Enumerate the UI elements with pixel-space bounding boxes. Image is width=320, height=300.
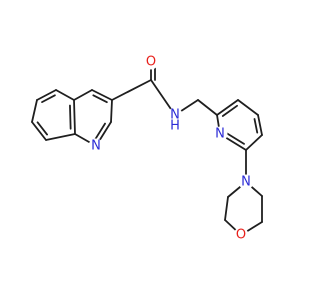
atom-label-o1: O	[146, 55, 156, 70]
atom-label-mo: O	[236, 228, 246, 243]
bond-p2-p3	[216, 99, 239, 116]
bond-c2-n1-inner	[93, 122, 106, 141]
atom-mn-background	[238, 174, 254, 190]
bond-c3-cam	[111, 79, 152, 101]
atom-pn-background	[212, 126, 228, 142]
atom-label-nh: N	[170, 108, 180, 123]
bond-c7-c8	[31, 121, 47, 141]
atom-n1-background	[88, 138, 104, 154]
atom-mo-background	[233, 227, 249, 243]
bond-c3-c2	[110, 99, 113, 123]
bond-c4a-c5	[55, 89, 75, 101]
bond-c6-c7	[31, 99, 38, 123]
atom-label-pn: N	[215, 127, 225, 142]
bond-c8a-c4a-inner	[69, 104, 72, 130]
bond-ch2-p2	[197, 99, 218, 116]
bond-c4a-c4	[73, 89, 93, 101]
bond-p4-p5	[257, 114, 263, 136]
atom-label-hnh: H	[170, 119, 180, 134]
atom-hnh-background	[167, 118, 183, 134]
bond-c8a-c4a	[73, 99, 76, 135]
atom-nh-background	[167, 107, 183, 123]
bond-p2-p3-inner	[221, 104, 238, 117]
bond-p6-pn-inner	[225, 132, 245, 145]
atom-label-mn: N	[241, 175, 251, 190]
bond-c5-c6-inner	[41, 94, 56, 104]
bond-c8-c8a	[45, 133, 76, 141]
bond-p3-p4	[237, 99, 259, 116]
bond-c5-c6	[36, 89, 57, 101]
bond-m2-m3	[224, 196, 229, 221]
bond-layer	[31, 61, 263, 236]
bond-c4-c3	[91, 89, 113, 101]
atom-o1-background	[143, 54, 159, 70]
bond-p4-p5-inner	[253, 118, 259, 134]
bond-c4-c3-inner	[92, 94, 108, 104]
bond-c7-c8-inner	[36, 121, 48, 136]
bond-p5-p6	[245, 134, 263, 151]
atom-label-n1: N	[91, 139, 101, 154]
